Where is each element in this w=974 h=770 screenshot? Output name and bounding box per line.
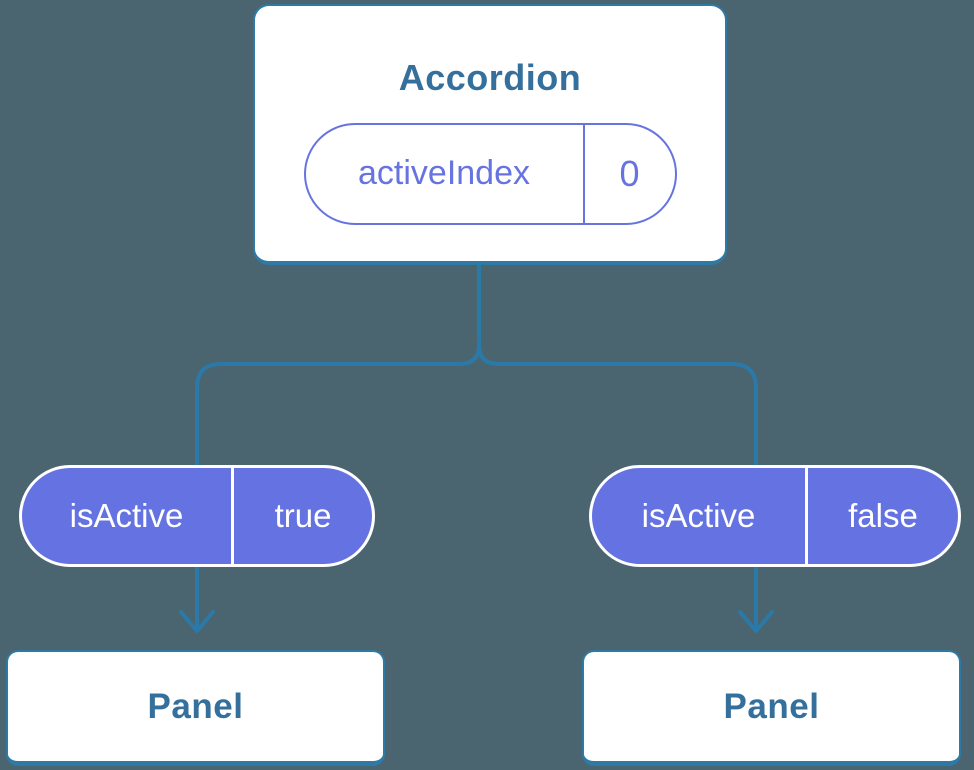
prop-pill-divider	[805, 468, 808, 564]
state-pill-name: activeIndex	[358, 154, 530, 192]
prop-pill-right: isActive false	[589, 465, 961, 567]
connector-stem-left-branch	[195, 262, 481, 631]
connector-right-branch	[477, 343, 758, 631]
prop-pill-left: isActive true	[19, 465, 375, 567]
panel-title: Panel	[147, 686, 244, 726]
accordion-title: Accordion	[398, 56, 582, 98]
state-pill-value: 0	[619, 152, 640, 194]
state-pill: activeIndex 0	[303, 122, 677, 225]
prop-pill-name: isActive	[641, 497, 756, 534]
prop-pill-divider	[231, 468, 234, 564]
panel-title: Panel	[723, 686, 820, 726]
arrowhead-right-icon	[738, 610, 774, 633]
arrowhead-left-icon	[179, 610, 215, 633]
prop-pill-value: true	[274, 497, 332, 534]
panel-card-left: Panel	[6, 650, 385, 766]
panel-card-right: Panel	[582, 650, 961, 766]
state-pill-divider	[582, 124, 585, 223]
prop-pill-name: isActive	[69, 497, 184, 534]
accordion-card: Accordion activeIndex 0	[253, 4, 727, 265]
prop-pill-value: false	[848, 497, 918, 534]
